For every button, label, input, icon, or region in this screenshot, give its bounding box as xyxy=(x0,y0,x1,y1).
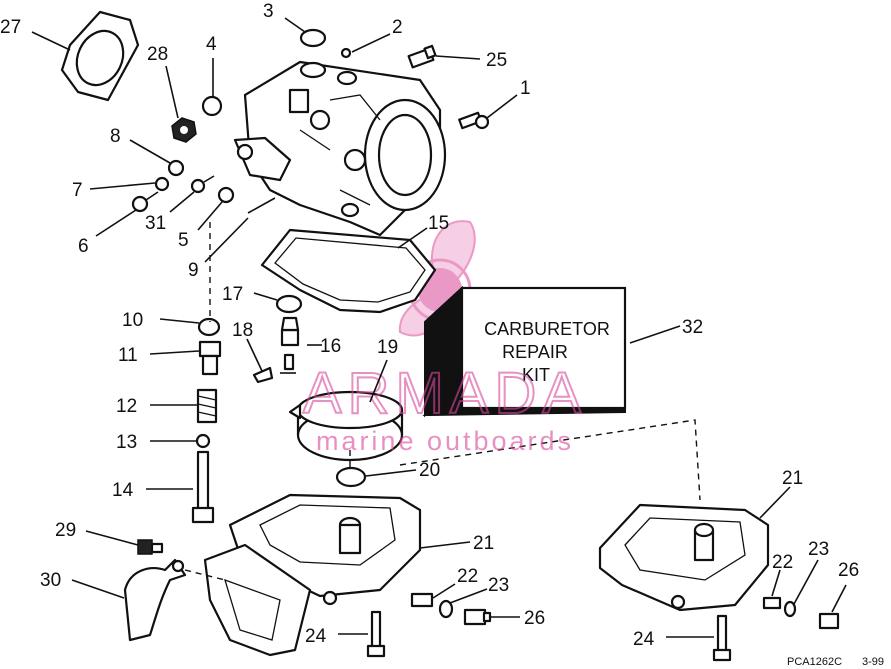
callout-numbers: 3 2 25 1 4 28 27 8 7 6 31 5 9 15 17 10 1… xyxy=(0,1,859,650)
part-24a-screw xyxy=(366,610,386,658)
kit-label-line2: REPAIR xyxy=(502,342,568,362)
kit-label-line3: KIT xyxy=(522,365,550,385)
part-26b-screw xyxy=(818,612,840,630)
part-22b-spring xyxy=(762,596,782,610)
callout-19: 19 xyxy=(377,337,398,358)
callout-28: 28 xyxy=(147,44,168,65)
part-24b-screw xyxy=(712,614,732,662)
part-23a-oring xyxy=(438,599,454,619)
callout-27: 27 xyxy=(0,17,21,38)
part-23b-oring xyxy=(783,600,797,618)
callout-16: 16 xyxy=(320,336,341,357)
part-20-seal xyxy=(335,466,367,488)
callout-17: 17 xyxy=(222,284,243,305)
float-bowl-right xyxy=(598,503,770,612)
part-17-oring xyxy=(275,294,303,314)
part-31-screw xyxy=(190,175,215,194)
callout-20: 20 xyxy=(419,460,440,481)
kit-label-line1: CARBURETOR xyxy=(484,319,610,339)
callout-9: 9 xyxy=(188,260,199,281)
part-25-fitting xyxy=(407,44,437,69)
callout-7: 7 xyxy=(72,180,83,201)
float-bowl-left xyxy=(203,493,422,657)
part-8-washer xyxy=(167,159,185,177)
callout-8: 8 xyxy=(110,126,121,147)
part-6-screw xyxy=(131,191,159,213)
callout-13: 13 xyxy=(116,432,137,453)
carburetor-repair-kit-box: CARBURETOR REPAIR KIT xyxy=(422,285,627,418)
callout-25: 25 xyxy=(486,50,507,71)
callout-29: 29 xyxy=(55,520,76,541)
callout-24-right: 24 xyxy=(633,629,655,650)
footer-code: PCA1262C xyxy=(787,656,842,668)
callout-21-right: 21 xyxy=(782,468,803,489)
part-14-needle xyxy=(191,450,215,524)
part-1-screw xyxy=(458,111,490,130)
callout-3: 3 xyxy=(263,1,274,22)
callout-11: 11 xyxy=(118,345,138,366)
callout-30: 30 xyxy=(40,570,61,591)
part-22a-spring xyxy=(410,592,434,608)
part-18-clip xyxy=(252,366,274,384)
callout-12: 12 xyxy=(116,396,137,417)
watermark-brand: ARMADA xyxy=(303,361,587,426)
callout-2: 2 xyxy=(392,17,403,38)
part-11-seat xyxy=(198,340,222,376)
callout-31: 31 xyxy=(145,213,166,234)
callout-26-left: 26 xyxy=(524,608,545,629)
part-4-ball xyxy=(201,95,223,117)
part-19-float xyxy=(288,390,404,462)
callout-26-right: 26 xyxy=(838,560,859,581)
part-15-gasket xyxy=(260,228,437,314)
part-7-washer xyxy=(154,176,170,192)
callout-1: 1 xyxy=(520,78,531,99)
part-9-pin xyxy=(247,197,276,214)
part-28-nut xyxy=(171,117,197,143)
watermark-tagline: marine outboards xyxy=(316,426,574,456)
part-29-screw xyxy=(137,539,164,555)
footer-date: 3-99 xyxy=(862,656,884,668)
part-27-gasket xyxy=(60,10,140,102)
callout-24-left: 24 xyxy=(305,626,327,647)
part-13-oring xyxy=(195,433,211,449)
leader-lines xyxy=(31,17,847,638)
callout-22-left: 22 xyxy=(457,566,478,587)
callout-22-right: 22 xyxy=(772,552,793,573)
callout-23-left: 23 xyxy=(488,575,509,596)
part-16b-pin xyxy=(283,353,295,371)
callout-14: 14 xyxy=(112,480,134,501)
callout-15: 15 xyxy=(428,213,449,234)
part-5-washer xyxy=(217,186,235,204)
callout-21-left: 21 xyxy=(473,533,494,554)
carburetor-upper-body xyxy=(233,60,447,237)
callout-18: 18 xyxy=(232,320,253,341)
part-2-ball xyxy=(340,47,352,59)
part-3-plug xyxy=(299,28,327,48)
callout-5: 5 xyxy=(178,230,189,251)
callout-23-right: 23 xyxy=(808,539,829,560)
callout-32: 32 xyxy=(682,317,703,338)
part-12-spring xyxy=(196,388,218,424)
callout-6: 6 xyxy=(78,236,89,257)
part-26a-screw xyxy=(463,608,492,626)
callout-4: 4 xyxy=(206,34,217,55)
callout-10: 10 xyxy=(122,310,143,331)
part-30-clamp xyxy=(123,558,187,642)
part-16-needle-valve xyxy=(280,316,300,347)
part-10-washer xyxy=(197,317,221,337)
